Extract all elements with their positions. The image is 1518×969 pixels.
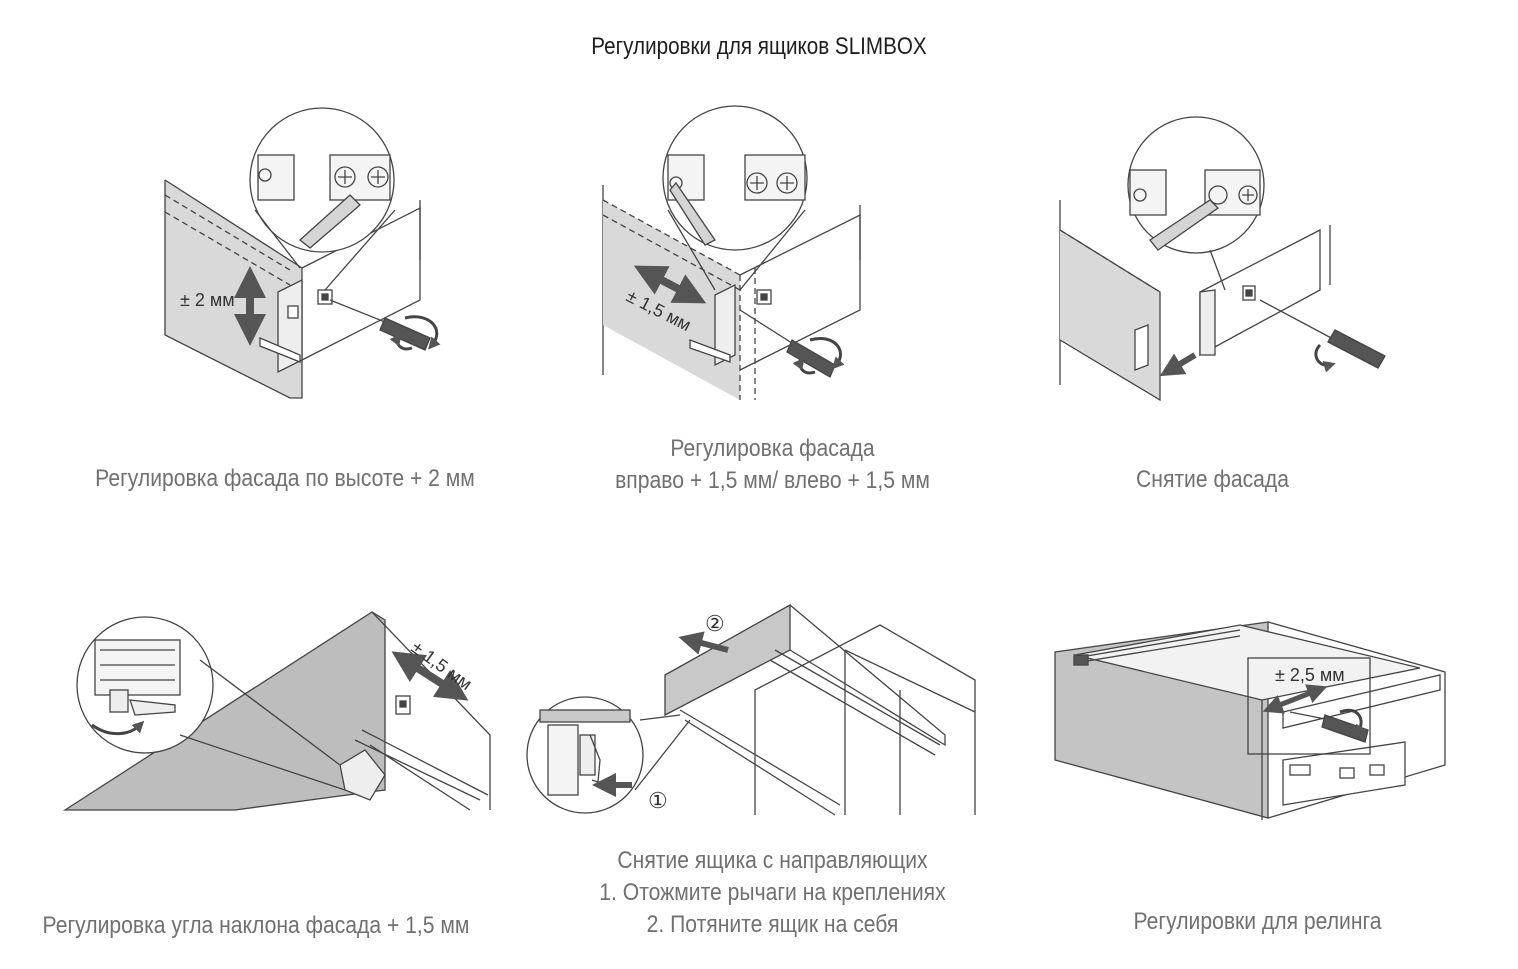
panel-5-caption-line-3: 2. Потяните ящик на себя [646,911,899,938]
panel-6-caption: Регулировки для релинга [1115,906,1401,938]
panel-2-caption-line-2: вправо + 1,5 мм/ влево + 1,5 мм [615,467,930,494]
panel-5-caption-line-1: Снятие ящика с направляющих [617,847,928,874]
panel-5-illustration [526,603,976,816]
page-title: Регулировки для ящиков SLIMBOX [591,33,927,60]
panel-5-step-marker-2: ② [705,611,725,636]
panel-3-caption: Снятие фасада [1078,464,1346,496]
panel-6-dimension-label: ± 2,5 мм [1275,665,1345,685]
panel-3-caption-line: Снятие фасада [1136,466,1289,493]
panel-4-illustration [62,611,491,811]
panel-1-caption: Регулировка фасада по высоте + 2 мм [74,463,496,495]
panel-5-caption-line-2: 1. Отожмите рычаги на креплениях [599,879,946,906]
panel-2-caption-line-1: Регулировка фасада [670,435,875,462]
panel-5-step-marker-1: ① [648,788,668,813]
panel-6-illustration [1054,621,1446,820]
panel-1-illustration [164,107,441,399]
panel-1-dimension-label: ± 2 мм [180,290,235,310]
panel-2-illustration [602,105,861,400]
panel-6-caption-line: Регулировки для релинга [1133,908,1382,935]
panel-1-caption-line: Регулировка фасада по высоте + 2 мм [95,465,475,492]
panel-4-caption: Регулировка угла наклона фасада + 1,5 мм [31,910,482,942]
panel-3-illustration [1059,116,1386,402]
panel-5-caption: Снятие ящика с направляющих 1. Отожмите … [568,845,977,941]
panel-4-caption-line: Регулировка угла наклона фасада + 1,5 мм [42,912,470,939]
panel-2-caption: Регулировка фасада вправо + 1,5 мм/ влев… [572,433,972,497]
